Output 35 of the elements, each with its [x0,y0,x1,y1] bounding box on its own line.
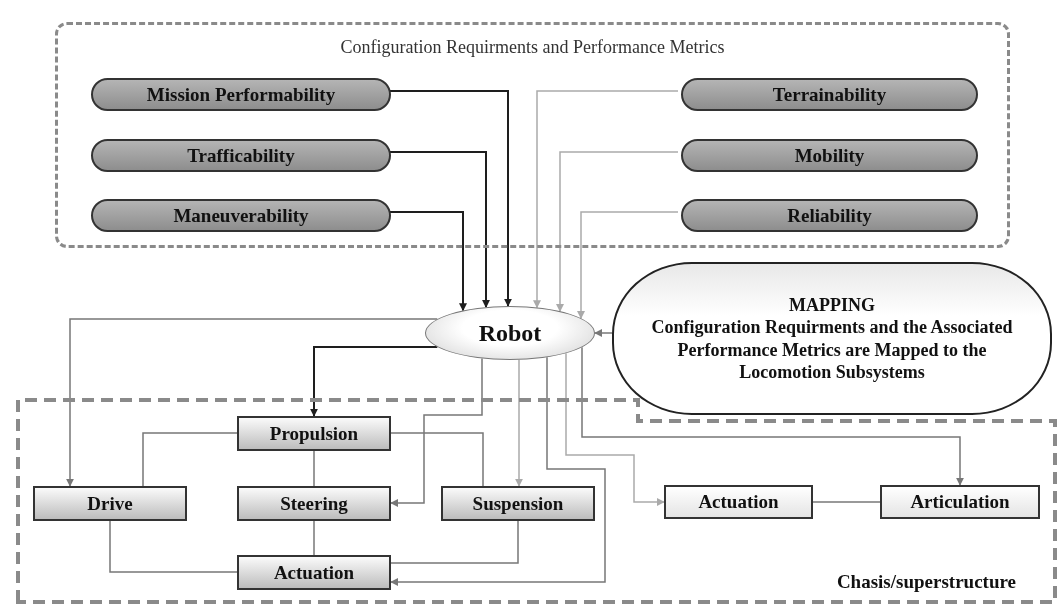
callout-text: Configuration Requirments and the Associated Performance Metrics are Mapped to the Locomotion Subsystems [650,316,1014,384]
dashed-group-frame [55,22,1010,248]
arrow [310,346,439,417]
arrow [66,318,439,487]
connector-line [390,432,484,487]
subsystem-box: Drive [33,486,187,521]
arrow [390,356,606,586]
robot-ellipse: Robot [425,306,595,360]
arrow [565,352,665,506]
subsystem-box: Actuation [664,485,813,519]
connector-line [313,520,315,556]
connector-line [109,520,238,573]
metric-pill: Maneuverability [91,199,391,232]
arrow [594,329,613,337]
subsystem-box: Propulsion [237,416,391,451]
connector-line [313,450,315,487]
metric-pill: Trafficability [91,139,391,172]
metric-pill: Mission Performability [91,78,391,111]
metric-pill: Reliability [681,199,978,232]
subsystem-box: Articulation [880,485,1040,519]
subsystem-box: Steering [237,486,391,521]
arrow [577,211,679,319]
arrow [556,151,679,312]
connector-line [812,501,881,503]
metric-pill: Mobility [681,139,978,172]
arrow [581,346,964,486]
connector-line [142,432,238,487]
callout-heading: MAPPING [789,293,875,316]
arrow [515,359,523,487]
subsystem-box: Actuation [237,555,391,590]
group-title: Configuration Requirments and Performance Metrics [339,37,726,58]
subsystem-box: Suspension [441,486,595,521]
connector-line [390,520,519,564]
group-title: Chasis/superstructure [836,571,1016,593]
metric-pill: Terrainability [681,78,978,111]
